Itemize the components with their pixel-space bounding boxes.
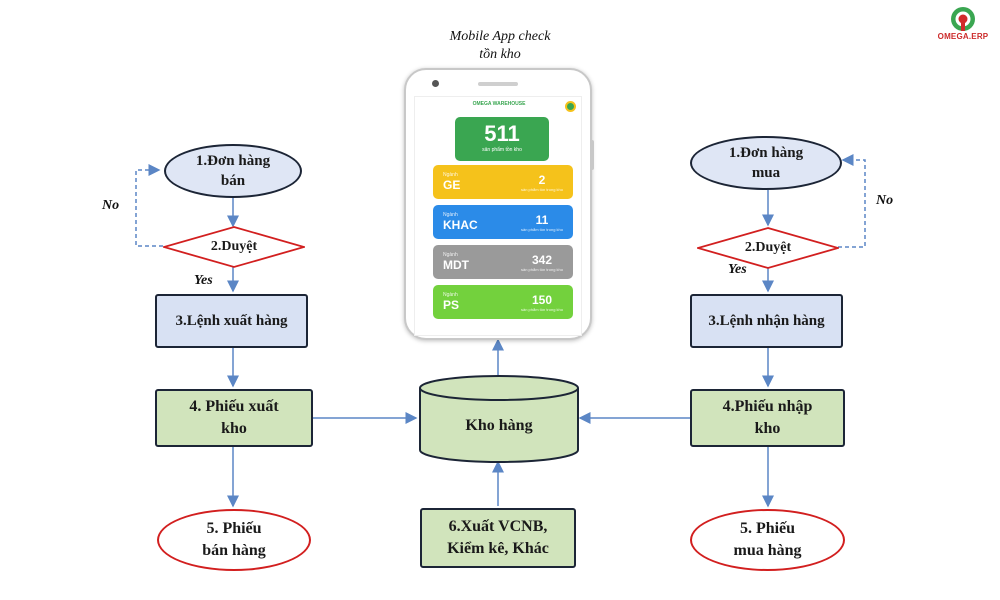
warehouse-label: Kho hàng: [465, 417, 533, 435]
left-approve-label: 2.Duyệt: [210, 238, 258, 254]
category-value: 342: [531, 252, 552, 267]
app-header-title: OMEGA WAREHOUSE: [472, 101, 526, 107]
right-approve-diamond[interactable]: [697, 227, 839, 269]
phone-mockup: OMEGA WAREHOUSE 511 sản phẩm tồn kho Ngà…: [404, 68, 594, 340]
category-name: PS: [443, 298, 460, 312]
left-export-command-node[interactable]: 3.Lệnh xuất hàng: [155, 294, 308, 348]
right-yes-label: Yes: [728, 262, 747, 277]
phone-screen: OMEGA WAREHOUSE 511 sản phẩm tồn kho Ngà…: [414, 96, 582, 336]
total-stock-card[interactable]: 511 sản phẩm tồn kho: [455, 117, 549, 161]
category-sub: sản phẩm tồn trong kho: [520, 306, 563, 312]
category-value: 11: [535, 212, 549, 227]
right-purchase-slip-node[interactable]: 5. Phiếu mua hàng: [690, 509, 845, 571]
left-export-slip-node[interactable]: 4. Phiếu xuất kho: [155, 389, 313, 447]
category-prefix: Ngành: [443, 172, 458, 178]
category-value: 2: [538, 172, 546, 187]
omega-erp-logo: OMEGA.ERP: [930, 6, 996, 50]
category-sub: sản phẩm tồn trong kho: [520, 186, 563, 192]
category-name: GE: [443, 178, 461, 192]
left-yes-label: Yes: [194, 273, 213, 288]
category-name: KHAC: [443, 218, 478, 232]
warehouse-cylinder[interactable]: [418, 374, 580, 464]
left-sales-slip-node[interactable]: 5. Phiếu bán hàng: [157, 509, 311, 571]
phone-caption: Mobile App check tồn kho: [449, 29, 551, 62]
arrow-right-no-loop: [838, 154, 866, 248]
category-sub: sản phẩm tồn trong kho: [520, 266, 563, 272]
total-stock-sub: sản phẩm tồn kho: [482, 147, 522, 153]
phone-speaker: [478, 82, 518, 86]
total-stock-value: 511: [484, 121, 520, 146]
right-no-label: No: [876, 193, 894, 208]
phone-side-button: [590, 140, 594, 170]
category-value: 150: [531, 292, 552, 307]
category-sub: sản phẩm tồn trong kho: [520, 226, 563, 232]
omega-logo-icon: [951, 7, 975, 31]
left-no-label: No: [102, 198, 120, 213]
left-approve-diamond[interactable]: [163, 226, 305, 268]
left-sales-order-node[interactable]: 1.Đơn hàng bán: [164, 144, 302, 198]
right-import-slip-node[interactable]: 4.Phiếu nhập kho: [690, 389, 845, 447]
phone-camera-dot: [432, 80, 439, 87]
arrow-left-no-loop: [135, 164, 163, 247]
app-header-logo-icon: [565, 101, 576, 112]
category-name: MDT: [443, 258, 469, 272]
category-prefix: Ngành: [443, 252, 458, 258]
right-receive-command-node[interactable]: 3.Lệnh nhận hàng: [690, 294, 843, 348]
category-prefix: Ngành: [443, 292, 458, 298]
logo-label: OMEGA.ERP: [937, 32, 989, 41]
category-prefix: Ngành: [443, 212, 458, 218]
right-approve-label: 2.Duyệt: [744, 239, 792, 255]
right-purchase-order-node[interactable]: 1.Đơn hàng mua: [690, 136, 842, 190]
other-transfer-node[interactable]: 6.Xuất VCNB, Kiểm kê, Khác: [420, 508, 576, 568]
